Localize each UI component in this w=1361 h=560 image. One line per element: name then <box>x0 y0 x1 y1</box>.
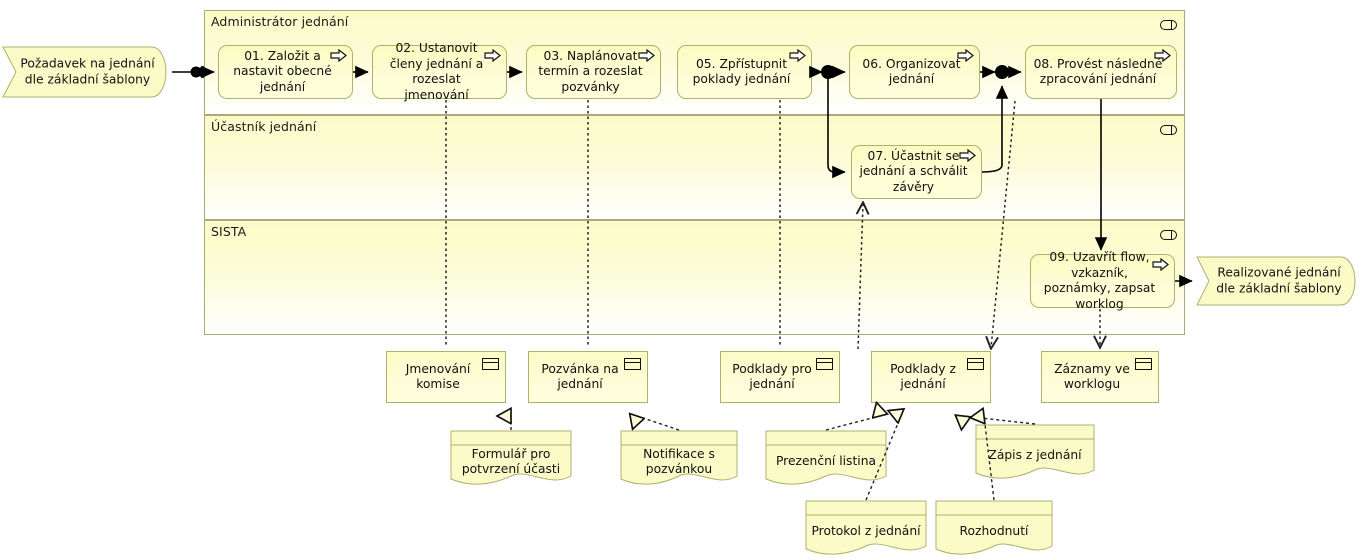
start-event-label: Požadavek na jednání dle základní šablon… <box>20 56 155 87</box>
task-07-label: 07. Účastnit se jednání a schválit závěr… <box>859 148 968 194</box>
realz-zapis-podkladyz <box>963 416 1036 424</box>
obj-jmenovani-label: Jmenování komise <box>405 361 471 392</box>
business-object-icon <box>481 358 500 370</box>
realz-prezencni-podkladyz <box>825 416 880 431</box>
del-formular-label: Formulář pro potvrzení účasti <box>461 446 561 477</box>
task-02-label: 02. Ustanovit členy jednání a rozeslat j… <box>389 41 484 102</box>
task-05[interactable]: 05. Zpřístupnit poklady jednání <box>677 45 812 99</box>
obj-podklady-z[interactable]: Podklady z jednání <box>871 351 991 403</box>
task-06-label: 06. Organizovat jednání <box>862 56 961 87</box>
business-object-icon <box>966 358 985 370</box>
business-object-icon <box>815 358 834 370</box>
process-arrow-icon <box>1152 258 1169 271</box>
task-03-label: 03. Naplánovat termín a rozeslat pozvánk… <box>538 48 643 94</box>
obj-podklady-pro-label: Podklady pro jednání <box>732 361 812 392</box>
del-protokol-label: Protokol z jednání <box>811 524 921 539</box>
del-zapis[interactable]: Zápis z jednání <box>975 424 1095 482</box>
task-05-label: 05. Zpřístupnit poklady jednání <box>692 56 791 87</box>
obj-pozvanka-label: Pozvánka na jednání <box>541 361 619 392</box>
obj-zaznamy[interactable]: Záznamy ve worklogu <box>1041 351 1159 403</box>
task-08[interactable]: 08. Provést následné zpracování jednání <box>1025 45 1177 99</box>
del-rozhodnuti[interactable]: Rozhodnutí <box>935 500 1053 558</box>
obj-podklady-z-label: Podklady z jednání <box>890 361 956 392</box>
business-object-icon <box>623 358 642 370</box>
process-arrow-icon <box>638 49 655 62</box>
end-event-label: Realizované jednání dle základní šablony <box>1216 265 1342 296</box>
task-03[interactable]: 03. Naplánovat termín a rozeslat pozvánk… <box>526 45 661 99</box>
business-object-icon <box>1134 358 1153 370</box>
realz-notifikace-pozvanka <box>637 416 680 430</box>
obj-jmenovani[interactable]: Jmenování komise <box>386 351 506 403</box>
process-arrow-icon <box>330 49 347 62</box>
del-notifikace-label: Notifikace s pozvánkou <box>643 446 715 477</box>
del-zapis-label: Zápis z jednání <box>988 448 1082 463</box>
obj-zaznamy-label: Záznamy ve worklogu <box>1054 361 1130 392</box>
process-arrow-icon <box>1154 49 1171 62</box>
process-arrow-icon <box>789 49 806 62</box>
business-role-icon <box>1160 229 1177 241</box>
task-09-label: 09. Uzavřít flow, vzkazník, poznámky, za… <box>1043 250 1156 311</box>
lane-ucastnik[interactable]: Účastník jednání <box>204 115 1185 220</box>
task-07[interactable]: 07. Účastnit se jednání a schválit závěr… <box>851 145 982 199</box>
del-prezencni-label: Prezenční listina <box>775 454 877 469</box>
task-06[interactable]: 06. Organizovat jednání <box>849 45 980 99</box>
lane-administrator-label: Administrátor jednání <box>211 14 349 29</box>
obj-podklady-pro[interactable]: Podklady pro jednání <box>720 351 840 403</box>
lane-sista[interactable]: SISTA <box>204 220 1185 335</box>
obj-pozvanka[interactable]: Pozvánka na jednání <box>528 351 648 403</box>
process-arrow-icon <box>957 49 974 62</box>
process-arrow-icon <box>959 149 976 162</box>
task-08-label: 08. Provést následné zpracování jednání <box>1033 56 1163 87</box>
del-formular[interactable]: Formulář pro potvrzení účasti <box>450 430 572 488</box>
task-02[interactable]: 02. Ustanovit členy jednání a rozeslat j… <box>372 41 507 102</box>
del-notifikace[interactable]: Notifikace s pozvánkou <box>620 430 738 488</box>
process-arrow-icon <box>484 49 501 62</box>
task-09[interactable]: 09. Uzavřít flow, vzkazník, poznámky, za… <box>1030 250 1175 311</box>
task-01-label: 01. Založit a nastavit obecné jednání <box>233 48 332 94</box>
end-event[interactable]: Realizované jednání dle základní šablony <box>1196 256 1356 306</box>
lane-ucastnik-label: Účastník jednání <box>211 119 317 134</box>
del-rozhodnuti-label: Rozhodnutí <box>959 524 1029 539</box>
business-role-icon <box>1160 124 1177 136</box>
business-role-icon <box>1160 19 1177 31</box>
lane-sista-label: SISTA <box>211 224 247 239</box>
start-event[interactable]: Požadavek na jednání dle základní šablon… <box>2 46 167 98</box>
junction-start <box>190 66 202 78</box>
task-01[interactable]: 01. Založit a nastavit obecné jednání <box>218 45 353 99</box>
del-protokol[interactable]: Protokol z jednání <box>805 500 927 558</box>
del-prezencni[interactable]: Prezenční listina <box>765 430 887 488</box>
